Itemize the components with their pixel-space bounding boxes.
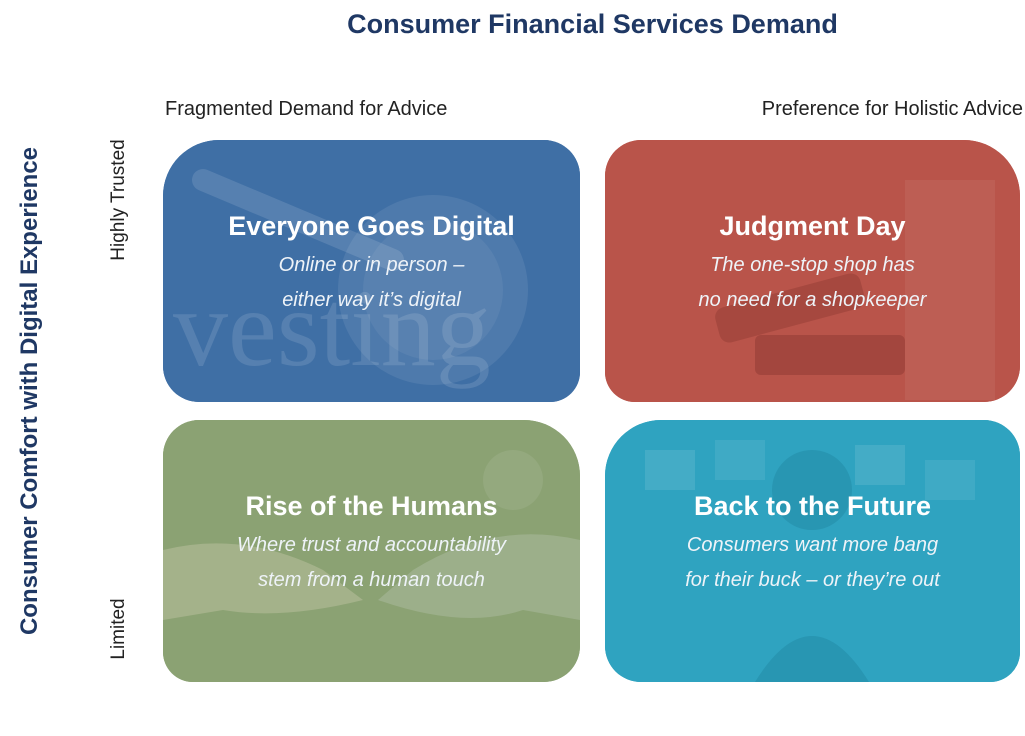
quadrant-back-to-the-future: Back to the Future Consumers want more b…	[605, 420, 1020, 682]
diagram-title: Consumer Financial Services Demand	[347, 9, 838, 39]
quadrant-description-line: Where trust and accountability	[236, 534, 507, 556]
quadrant-description-line: stem from a human touch	[258, 569, 485, 591]
quadrant-description-line: Consumers want more bang	[686, 534, 939, 556]
y-axis-title: Consumer Comfort with Digital Experience	[16, 146, 43, 636]
quadrant-title: Judgment Day	[719, 211, 906, 241]
quadrant-description-line: Online or in person –	[278, 254, 465, 276]
screens-photo-overlay	[605, 420, 1020, 682]
x-level-left-label: Fragmented Demand for Advice	[165, 98, 448, 120]
quadrant-everyone-goes-digital: vesting Everyone Goes Digital Online or …	[163, 140, 580, 402]
quadrant-rise-of-the-humans: Rise of the Humans Where trust and accou…	[163, 420, 580, 682]
quadrant-description-line: The one-stop shop has	[710, 254, 915, 276]
quadrant-description-line: no need for a shopkeeper	[698, 289, 927, 311]
quadrant-judgment-day: Judgment Day The one-stop shop has no ne…	[605, 140, 1020, 402]
quadrant-title: Everyone Goes Digital	[228, 211, 515, 241]
quadrant-description-line: either way it’s digital	[282, 289, 461, 311]
gavel-photo-overlay	[605, 140, 1020, 402]
y-level-bottom-label: Limited	[108, 598, 129, 660]
handshake-photo-overlay	[163, 420, 580, 682]
y-level-top-label: Highly Trusted	[108, 139, 129, 261]
quadrant-title: Back to the Future	[693, 491, 932, 521]
quadrant-title: Rise of the Humans	[245, 491, 498, 521]
x-level-right-label: Preference for Holistic Advice	[761, 98, 1023, 120]
investing-photo-overlay: vesting	[163, 140, 580, 402]
svg-text:vesting: vesting	[173, 267, 491, 389]
quadrant-description-line: for their buck – or they’re out	[685, 569, 940, 591]
